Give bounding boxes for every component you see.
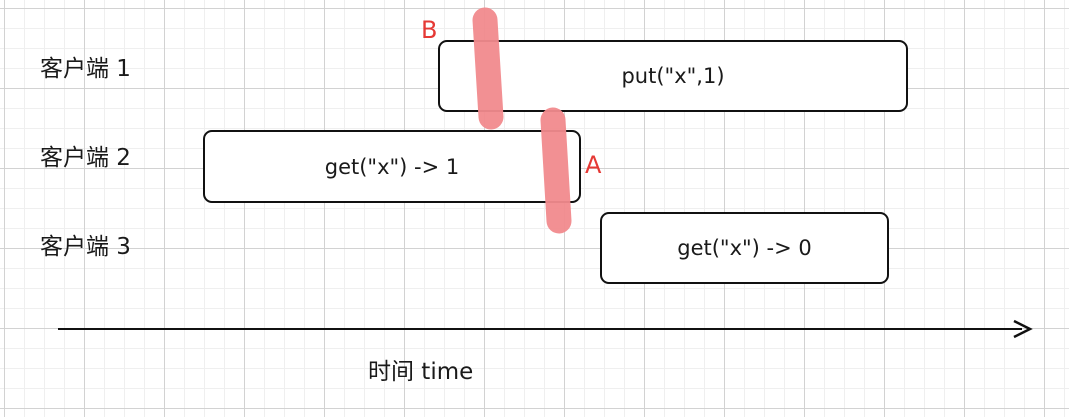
put-operation-text: put("x",1): [621, 64, 725, 88]
get-operation-client-2-text: get("x") -> 1: [324, 154, 460, 179]
get-operation-client-3-text: get("x") -> 0: [677, 236, 812, 260]
get-operation-client-2-box: get("x") -> 1: [203, 130, 581, 203]
client-2-label: 客户端 2: [40, 145, 131, 171]
marker-a-label: A: [585, 151, 602, 179]
client-3-label: 客户端 3: [40, 234, 131, 260]
marker-b-label: B: [421, 16, 438, 44]
get-operation-client-3-box: get("x") -> 0: [600, 212, 889, 284]
client-1-label: 客户端 1: [40, 56, 131, 82]
time-axis-label: 时间 time: [368, 359, 474, 385]
put-operation-box: put("x",1): [438, 40, 908, 112]
time-axis-arrowhead: [1013, 319, 1033, 339]
